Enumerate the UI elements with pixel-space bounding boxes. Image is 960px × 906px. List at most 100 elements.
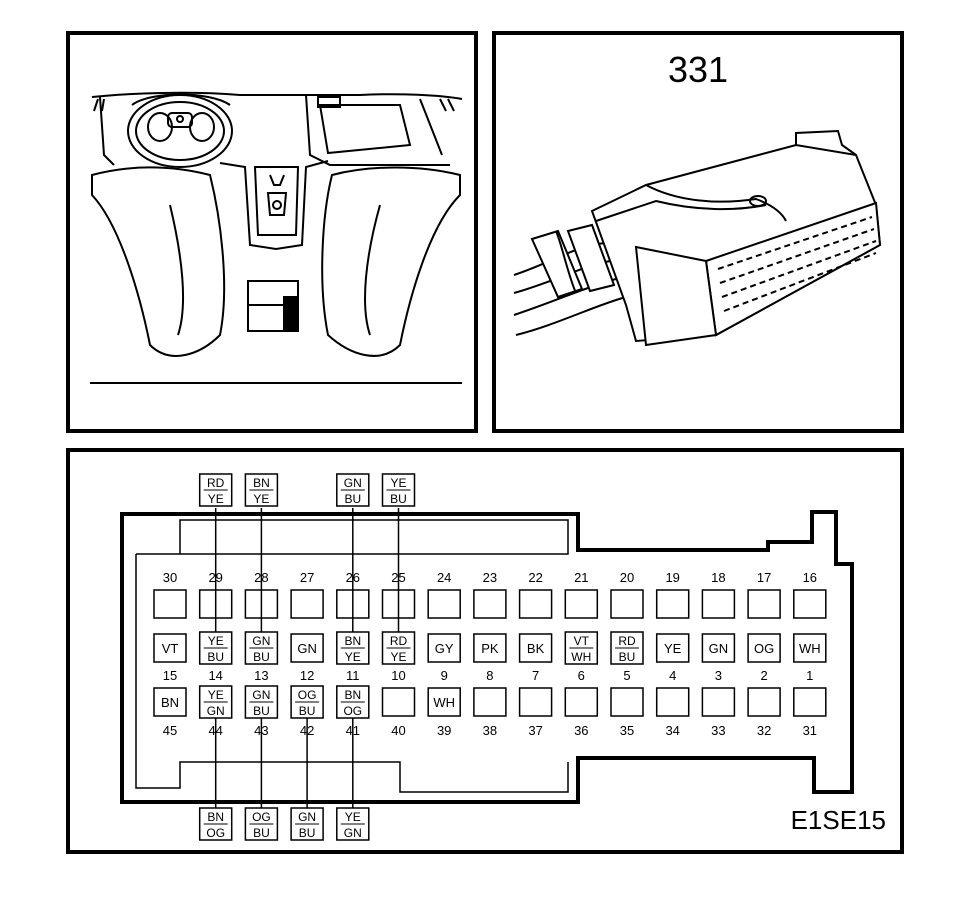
pin-1-wire-label: WH: [799, 641, 821, 656]
pin-cavity-17: [747, 589, 781, 619]
pin-35-empty: [610, 687, 644, 717]
callout-bottom-41-label-2: GN: [344, 826, 362, 840]
callout-top-28-label-1: BN: [253, 476, 270, 490]
pin-34-empty: [655, 687, 690, 717]
callout-top-25-label-2: BU: [390, 492, 407, 506]
callout-bottom-44-label-1: BN: [207, 810, 224, 824]
pin-4-wire: [655, 633, 690, 663]
pin-number-top-17: 17: [757, 570, 771, 585]
pin-41-wire-label-2: OG: [343, 704, 362, 718]
pin-number-45: 45: [163, 723, 177, 738]
callout-bottom-43-label-2: BU: [253, 826, 270, 840]
pin-12-wire: [290, 633, 324, 663]
pin-1-wire: [793, 633, 827, 663]
pin-number-2: 2: [760, 668, 767, 683]
pin-number-top-18: 18: [711, 570, 725, 585]
callout-top-29-label-2: YE: [208, 492, 224, 506]
pin-6-wire-label-1: VT: [574, 634, 590, 648]
pin-cavity-19: [655, 589, 690, 619]
pin-11-wire-label-1: BN: [344, 634, 361, 648]
pin-number-top-20: 20: [620, 570, 634, 585]
pin-45-wire: [153, 687, 187, 717]
pin-cavity-27: [290, 589, 324, 619]
pin-42-wire-label-2: BU: [299, 704, 316, 718]
pin-14-wire-label-2: BU: [207, 650, 224, 664]
pin-45-wire-label: BN: [161, 695, 179, 710]
pin-cavity-21: [564, 589, 599, 619]
pin-number-11: 11: [346, 668, 360, 683]
pin-number-37: 37: [528, 723, 542, 738]
pin-number-39: 39: [437, 723, 451, 738]
pin-42-wire-label-1: OG: [298, 688, 317, 702]
pin-38-empty: [473, 687, 507, 717]
pin-39-wire-label: WH: [433, 695, 455, 710]
pin-8-wire: [473, 633, 507, 663]
pin-number-14: 14: [208, 668, 222, 683]
callout-top-28-label-2: YE: [253, 492, 269, 506]
pin-number-38: 38: [483, 723, 497, 738]
pin-cavity-18: [701, 589, 736, 619]
callout-bottom-44-label-2: OG: [206, 826, 225, 840]
connector-inner-outline: [135, 519, 569, 793]
pin-3-wire: [701, 633, 736, 663]
figure-code: E1SE15: [790, 805, 886, 835]
pin-number-33: 33: [711, 723, 725, 738]
pin-number-40: 40: [391, 723, 405, 738]
pin-number-top-21: 21: [574, 570, 588, 585]
pin-7-wire: [518, 633, 553, 663]
pin-15-wire-label: VT: [162, 641, 179, 656]
pin-37-empty: [518, 687, 553, 717]
connector-view-panel: 331: [492, 31, 904, 433]
callout-top-26-label-1: GN: [344, 476, 362, 490]
pin-number-6: 6: [578, 668, 585, 683]
pin-number-13: 13: [254, 668, 268, 683]
pin-number-34: 34: [665, 723, 679, 738]
pin-cavity-23: [473, 589, 507, 619]
pin-4-wire-label: YE: [664, 641, 682, 656]
pin-40-empty: [381, 687, 416, 717]
pin-number-1: 1: [806, 668, 813, 683]
pin-number-4: 4: [669, 668, 676, 683]
pin-number-12: 12: [300, 668, 314, 683]
pin-number-36: 36: [574, 723, 588, 738]
pin-9-wire-label: GY: [435, 641, 454, 656]
pin-number-15: 15: [163, 668, 177, 683]
connector-number: 331: [667, 49, 729, 90]
pin-6-wire-label-2: WH: [571, 650, 591, 664]
callout-top-26-label-2: BU: [344, 492, 361, 506]
pin-36-empty: [564, 687, 599, 717]
pin-number-7: 7: [532, 668, 539, 683]
interior-illustration: [90, 91, 463, 384]
pin-number-top-23: 23: [483, 570, 497, 585]
pin-44-wire-label-1: YE: [208, 688, 224, 702]
pin-43-wire-label-1: GN: [252, 688, 270, 702]
pin-2-wire: [747, 633, 781, 663]
pin-cavity-20: [610, 589, 644, 619]
callout-bottom-43-label-1: OG: [252, 810, 271, 824]
pin-number-top-24: 24: [437, 570, 451, 585]
pin-5-wire-label-2: BU: [619, 650, 636, 664]
pin-10-wire-label-2: YE: [390, 650, 406, 664]
pin-number-32: 32: [757, 723, 771, 738]
pin-number-8: 8: [486, 668, 493, 683]
callout-bottom-42-label-2: BU: [299, 826, 316, 840]
pin-39-wire: [427, 687, 461, 717]
pin-cavity-16: [793, 589, 827, 619]
pin-32-empty: [747, 687, 781, 717]
pin-43-wire-label-2: BU: [253, 704, 270, 718]
pin-number-top-19: 19: [665, 570, 679, 585]
pin-7-wire-label: BK: [527, 641, 545, 656]
pin-cavity-30: [153, 589, 187, 619]
pin-9-wire: [427, 633, 461, 663]
callout-bottom-42-label-1: GN: [298, 810, 316, 824]
pin-number-top-27: 27: [300, 570, 314, 585]
connector-illustration: [513, 129, 882, 347]
pin-number-top-30: 30: [163, 570, 177, 585]
pin-cavity-24: [427, 589, 461, 619]
pin-13-wire-label-2: BU: [253, 650, 270, 664]
callout-top-25-label-1: YE: [390, 476, 406, 490]
pin-10-wire-label-1: RD: [390, 634, 408, 648]
pin-41-wire-label-1: BN: [344, 688, 361, 702]
pin-number-5: 5: [623, 668, 630, 683]
pin-2-wire-label: OG: [754, 641, 774, 656]
